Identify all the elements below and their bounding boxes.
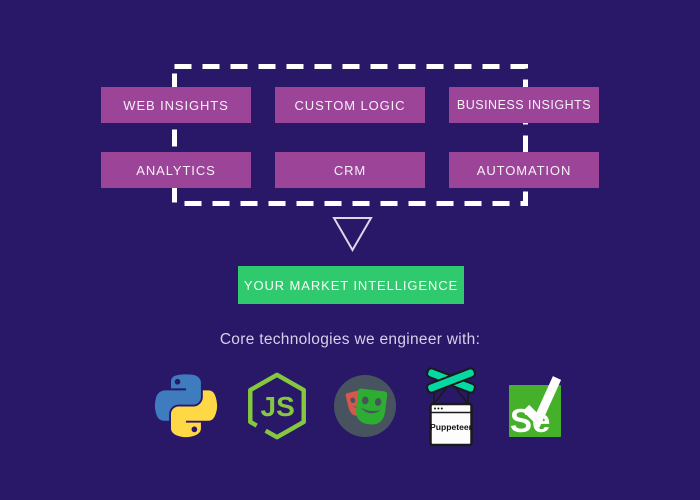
svg-text:JS: JS <box>261 391 295 422</box>
capability-box-crm[interactable]: CRM <box>275 152 425 188</box>
selenium-logo-icon: Se <box>506 371 566 441</box>
capability-box-analytics[interactable]: ANALYTICS <box>101 152 251 188</box>
tech-heading: Core technologies we engineer with: <box>219 331 481 348</box>
capability-box-web-insights[interactable]: WEB INSIGHTS <box>101 87 251 123</box>
puppeteer-logo-icon: Puppeteer <box>421 364 481 448</box>
dashed-border <box>172 64 528 206</box>
down-arrow-icon <box>332 217 373 252</box>
nodejs-logo-icon: JS <box>245 371 309 441</box>
market-intelligence-button[interactable]: YOUR MARKET INTELLIGENCE <box>238 266 464 304</box>
capability-box-custom-logic[interactable]: CUSTOM LOGIC <box>275 87 425 123</box>
svg-text:Puppeteer: Puppeteer <box>430 422 473 432</box>
capability-box-business-insights[interactable]: BUSINESS INSIGHTS <box>449 87 599 123</box>
python-logo-icon <box>152 373 220 440</box>
capability-box-automation[interactable]: AUTOMATION <box>449 152 599 188</box>
tech-logos-row: JS <box>9 361 700 451</box>
playwright-logo-icon <box>334 375 396 437</box>
